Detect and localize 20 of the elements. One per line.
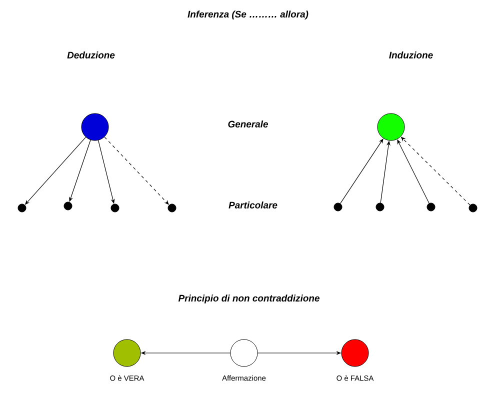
title: Inferenza (Se ……… allora) <box>188 10 308 20</box>
dot <box>18 204 26 212</box>
label: Induzione <box>389 52 433 58</box>
dot <box>376 202 384 212</box>
circle <box>377 113 405 141</box>
dot <box>426 202 436 212</box>
dot <box>334 202 342 212</box>
dot <box>110 204 120 212</box>
dot <box>468 204 478 212</box>
circle <box>113 339 141 367</box>
dot <box>64 202 72 210</box>
circle <box>341 339 369 367</box>
circle <box>81 113 109 141</box>
dot <box>168 204 176 212</box>
circle <box>230 339 258 367</box>
label: Particolare <box>228 202 278 208</box>
arrow <box>69 140 91 202</box>
label: Deduzione <box>67 52 115 58</box>
label: Principio di non contraddizione <box>178 294 320 304</box>
label: Generale <box>228 120 268 128</box>
